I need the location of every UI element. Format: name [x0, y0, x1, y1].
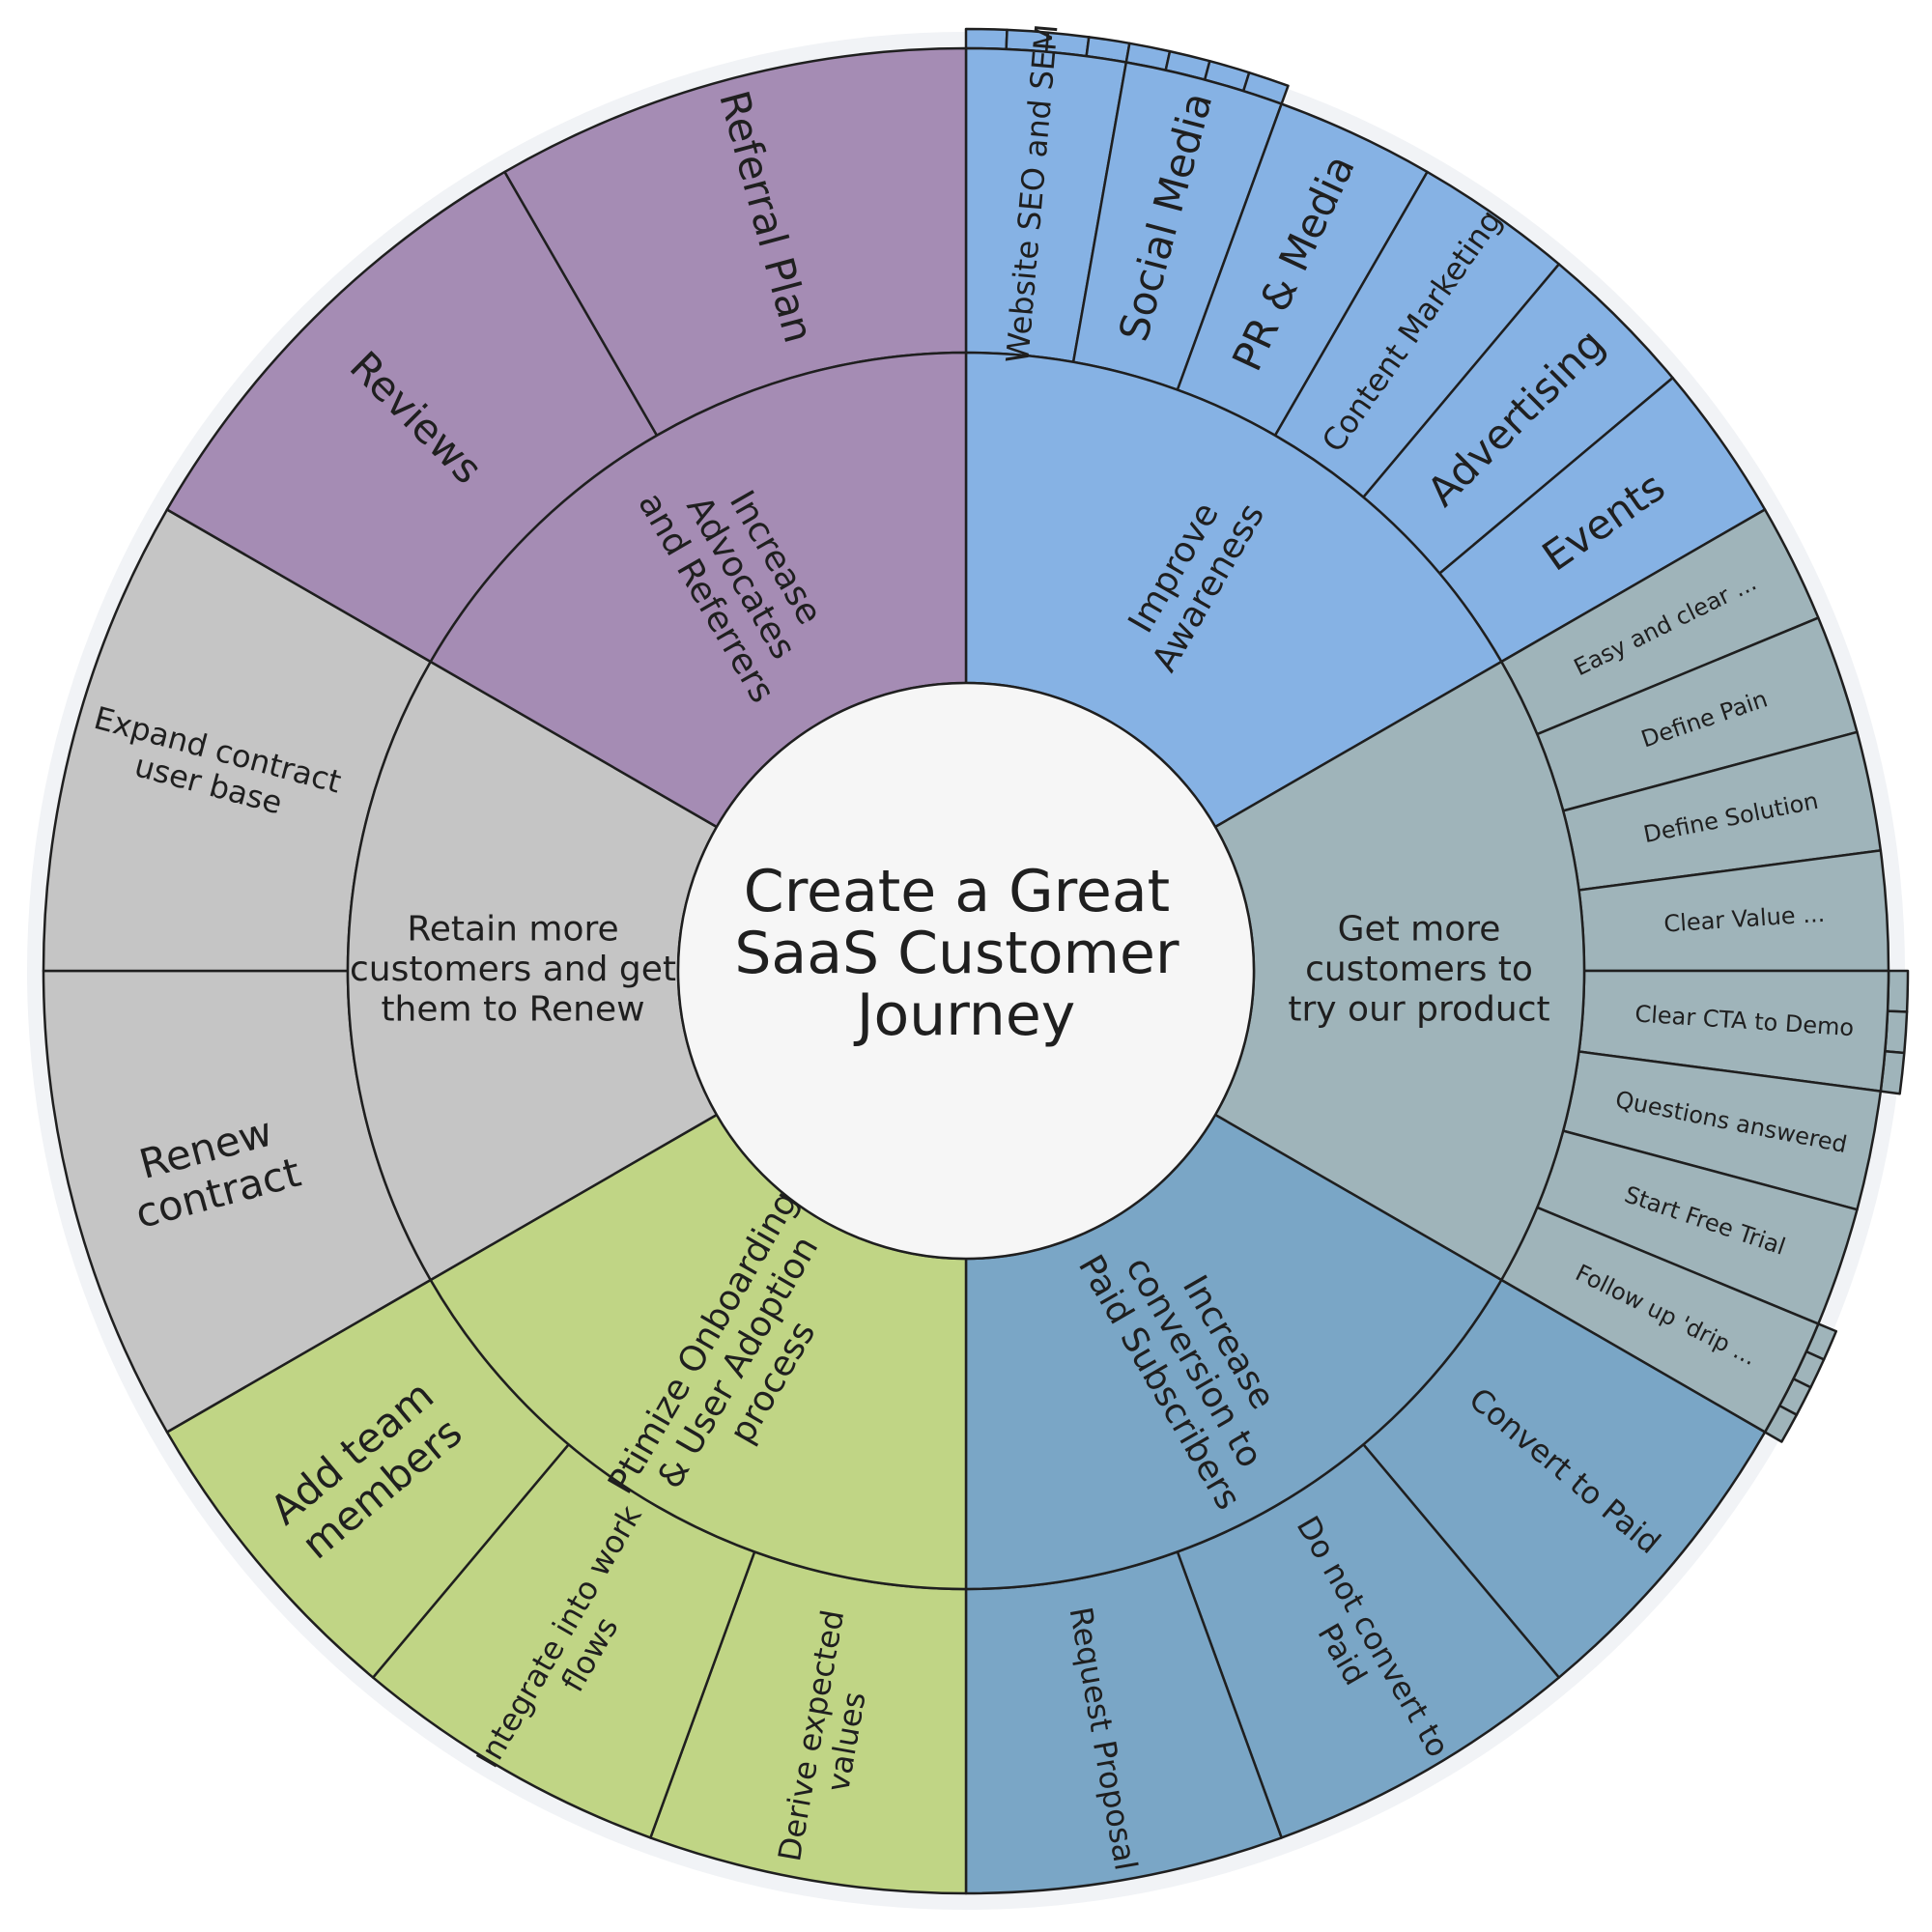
- leaf-segments-layer: [42, 46, 1890, 1895]
- center-title-line-2: SaaS Customer: [734, 920, 1179, 987]
- category-label-get-more-customers-to-try-our-product-line-3: try our product: [1288, 989, 1549, 1029]
- category-segments-layer: [346, 351, 1586, 1591]
- center-title-line-3: Journey: [853, 981, 1076, 1049]
- category-label-get-more-customers-to-try-our-product-line-2: customers to: [1305, 950, 1533, 989]
- center-title: Create a Great SaaS Customer Journey: [734, 858, 1197, 1049]
- center-title-line-1: Create a Great: [744, 858, 1170, 925]
- outer-ring-segment-website-seo-and-sem-1[interactable]: [964, 27, 1009, 51]
- category-label-retain-more-customers-and-get-them-to-renew-line-2: customers and get: [350, 950, 676, 989]
- category-label-get-more-customers-to-try-our-product-line-1: Get more: [1338, 910, 1501, 950]
- outer-ring-segment-clear-cta-to-demo-1[interactable]: [1886, 969, 1910, 1013]
- center-circle: [676, 681, 1256, 1261]
- category-label-retain-more-customers-and-get-them-to-renew-line-3: them to Renew: [381, 989, 644, 1029]
- category-label-retain-more-customers-and-get-them-to-renew-line-1: Retain more: [407, 910, 618, 950]
